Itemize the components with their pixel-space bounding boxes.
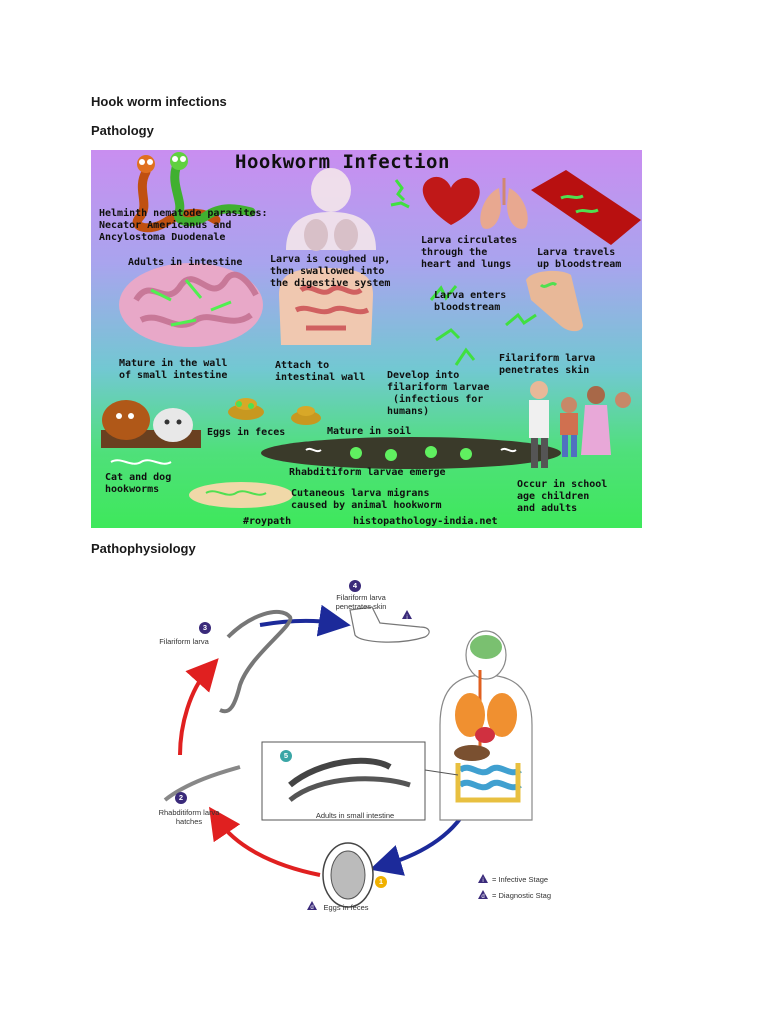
rhabditiform-larva-icon [163, 765, 241, 802]
intestine-adults-icon [119, 263, 263, 347]
family-icon [529, 381, 631, 468]
legend-badge-infective: i [482, 878, 484, 884]
step-4-number: 4 [352, 581, 358, 590]
poster-illustrations [101, 152, 641, 508]
adult-worm-icon [288, 776, 411, 802]
poster-text-coughed: Larva is coughed up, then swallowed into… [270, 254, 391, 289]
step-1-number: 1 [378, 877, 384, 886]
adult-worm-icon [288, 757, 392, 788]
badge-diagnostic: d [310, 905, 314, 911]
poster-text-occur: Occur in school age children and adults [517, 479, 608, 514]
step-1-circle [375, 876, 387, 888]
step-4-circle [349, 580, 361, 592]
section-heading-pathology: Pathology [91, 123, 154, 138]
poster-text-enters: Larva enters bloodstream [434, 290, 507, 313]
penetrates-skin-label: Filariform larva penetrates skin [335, 593, 387, 611]
foot-icon [349, 606, 430, 643]
cartoon-worms-icon [132, 152, 256, 233]
poster-text-mature-soil: Mature in soil [327, 426, 412, 437]
step-2-circle [175, 792, 187, 804]
poster-text-helminth: Helminth nematode parasites: Necator Ame… [99, 208, 268, 243]
life-cycle-graphics [163, 580, 533, 910]
adults-in-intestine-label: Adults in small intestine [315, 811, 395, 820]
poster-text-adults: Adults in intestine [128, 257, 243, 268]
hookworm-infection-poster: Hookworm Infection Helminth nematode par… [91, 150, 642, 528]
poster-text-mature-wall: Mature in the wall of small intestine [119, 358, 228, 381]
legend-infective-label: = Infective Stage [492, 875, 549, 884]
arrow-eggs-to-rhabditiform [208, 806, 321, 877]
abdomen-icon [279, 268, 373, 345]
human-organs-icon [439, 630, 533, 821]
legend-diagnostic-triangle [478, 890, 488, 899]
poster-text-develop: Develop into filariform larvae (infectio… [387, 370, 490, 417]
poster-text-cutaneous: Cutaneous larva migrans caused by animal… [291, 488, 442, 511]
foot-sole-icon [189, 482, 293, 508]
poster-text-filariform: Filariform larva penetrates skin [499, 353, 596, 376]
poster-credit-right: histopathology-india.net [353, 516, 498, 527]
step-2-number: 2 [178, 793, 184, 802]
poster-credit-left: #roypath [243, 516, 292, 527]
arrow-filariform-to-skin [259, 604, 351, 637]
diagnostic-stage-triangle [307, 901, 317, 910]
poster-text-attach: Attach to intestinal wall [275, 360, 366, 383]
feces-icon [228, 398, 321, 425]
infective-stage-triangle [402, 610, 412, 619]
document-title: Hook worm infections [91, 94, 227, 109]
lungs-icon [480, 178, 528, 229]
blood-vessel-icon [531, 170, 641, 245]
poster-text-cat-dog: Cat and dog hookworms [105, 472, 172, 495]
legend-diagnostic-label: = Diagnostic Stag [492, 891, 551, 900]
torso-lungs-icon [286, 168, 376, 251]
poster-text-eggs: Eggs in feces [207, 427, 286, 438]
step-3-number: 3 [202, 623, 208, 632]
filariform-larva-icon [219, 609, 293, 714]
section-heading-pathophysiology: Pathophysiology [91, 541, 196, 556]
cat-dog-icon [101, 400, 201, 448]
rhabditiform-hatches-label: Rhabditiform larva hatches [158, 808, 220, 826]
filariform-larva-label: Filariform larva [159, 637, 209, 646]
step-3-circle [199, 622, 211, 634]
step-5-number: 5 [283, 751, 289, 760]
poster-text-circulates: Larva circulates through the heart and l… [421, 235, 518, 270]
poster-text-rhabditiform: Rhabditiform larvae emerge [289, 467, 446, 478]
legend-badge-diagnostic: d [481, 894, 485, 900]
legend-infective-triangle [478, 874, 488, 883]
foot-icon [526, 270, 583, 332]
step-5-circle [280, 750, 292, 762]
heart-icon [422, 176, 480, 225]
poster-text-travels: Larva travels up bloodstream [537, 247, 622, 270]
eggs-in-feces-label: Eggs in feces [323, 903, 369, 912]
soil-icon [261, 437, 561, 469]
badge-infective: i [406, 615, 408, 621]
hookworm-life-cycle-diagram: 4 3 2 5 1 Filariform larva penetrates sk… [140, 575, 620, 920]
poster-title: Hookworm Infection [235, 151, 450, 173]
arrow-rhabditiform-to-filariform [178, 658, 219, 756]
